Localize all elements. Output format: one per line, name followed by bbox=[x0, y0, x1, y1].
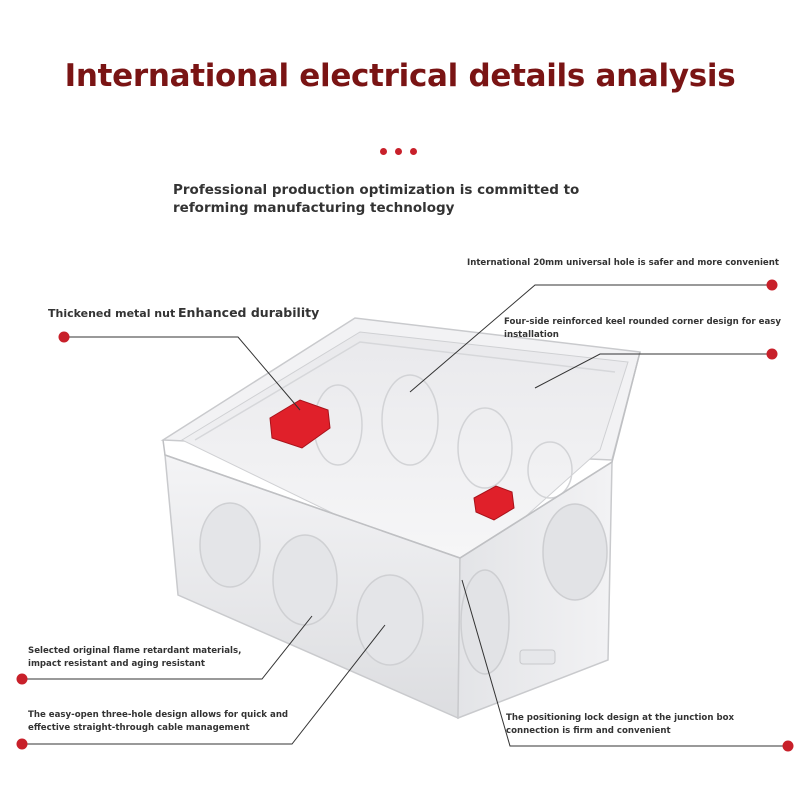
metal-nut bbox=[473, 485, 515, 521]
decorative-dots bbox=[380, 148, 420, 158]
callout-lock-line1: The positioning lock design at the junct… bbox=[506, 713, 735, 723]
subtitle: Professional production optimization is … bbox=[173, 182, 580, 216]
page-title: International electrical details analysi… bbox=[64, 58, 736, 94]
callout-dot bbox=[766, 348, 778, 360]
callout-easyopen-line1: The easy-open three-hole design allows f… bbox=[28, 710, 289, 720]
callout-durability: Enhanced durability bbox=[178, 305, 320, 320]
callout-keel-line2: installation bbox=[504, 330, 559, 340]
metal-nut bbox=[269, 399, 331, 449]
callout-dot bbox=[782, 740, 794, 752]
callout-dot bbox=[58, 331, 70, 343]
callout-easyopen-line2: effective straight-through cable managem… bbox=[28, 723, 250, 733]
callout-metal-nut: Thickened metal nut bbox=[48, 307, 176, 320]
callout-dot bbox=[16, 673, 28, 685]
callout-universal-hole: International 20mm universal hole is saf… bbox=[467, 258, 779, 268]
callout-dot bbox=[766, 279, 778, 291]
callout-flame-line2: impact resistant and aging resistant bbox=[28, 659, 206, 669]
callout-lock-line2: connection is firm and convenient bbox=[506, 726, 671, 736]
knockout-hole bbox=[381, 374, 439, 466]
callout-flame-line1: Selected original flame retardant materi… bbox=[28, 646, 242, 656]
callout-keel-line1: Four-side reinforced keel rounded corner… bbox=[504, 317, 781, 327]
callout-dot bbox=[16, 738, 28, 750]
knockout-hole bbox=[457, 407, 513, 489]
knockout-hole bbox=[527, 441, 573, 499]
